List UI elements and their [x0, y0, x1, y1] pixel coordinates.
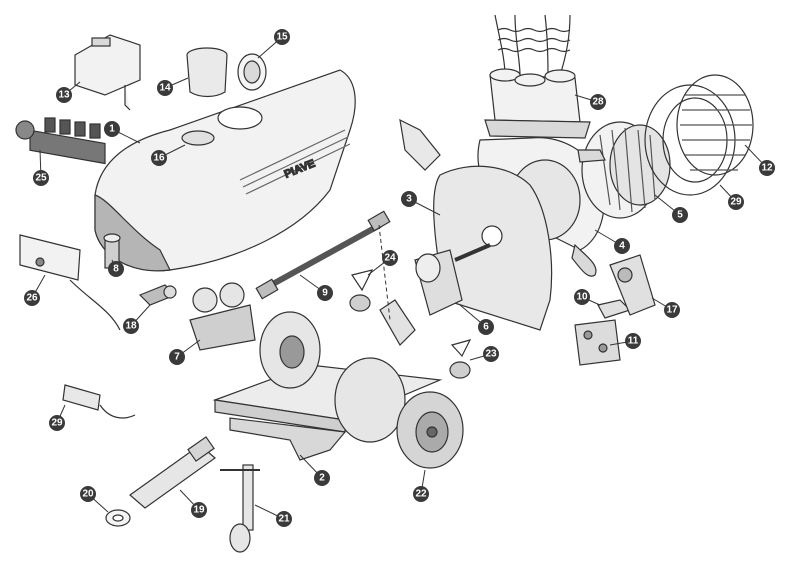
cardan-shaft [255, 210, 391, 300]
shim-24 [351, 269, 374, 292]
callout-9: 9 [317, 285, 333, 301]
callout-20: 20 [80, 486, 96, 502]
tank: PIAVE [94, 69, 356, 272]
svg-text:5: 5 [677, 210, 683, 221]
tank-lid [237, 53, 267, 91]
callout-23: 23 [483, 346, 499, 362]
svg-text:15: 15 [276, 32, 288, 43]
svg-text:28: 28 [592, 97, 604, 108]
callout-22: 22 [413, 486, 429, 502]
callout-29-grille: 29 [728, 194, 744, 210]
svg-text:11: 11 [628, 336, 639, 347]
svg-text:2: 2 [319, 473, 325, 484]
svg-text:20: 20 [82, 489, 94, 500]
control-box [19, 234, 121, 331]
fan-guard [676, 74, 754, 176]
callout-14: 14 [157, 80, 173, 96]
callout-21: 21 [276, 511, 292, 527]
svg-text:17: 17 [666, 305, 678, 316]
svg-text:9: 9 [322, 288, 328, 299]
manifold-11 [574, 319, 621, 366]
filter [103, 233, 121, 269]
callout-24: 24 [382, 250, 398, 266]
callout-1: 1 [104, 121, 120, 137]
gearbox [414, 243, 491, 316]
svg-text:19: 19 [193, 505, 205, 516]
valve-bank [15, 117, 106, 165]
towing-eye [105, 509, 131, 527]
svg-text:16: 16 [153, 153, 165, 164]
outlet-nozzles [484, 14, 591, 139]
svg-text:23: 23 [485, 349, 497, 360]
nozzle-17 [609, 254, 656, 316]
leader-lines [31, 36, 768, 520]
svg-text:7: 7 [174, 352, 180, 363]
callout-7: 7 [169, 349, 185, 365]
wheel-rear [259, 311, 321, 389]
svg-text:6: 6 [483, 322, 489, 333]
fitting [138, 284, 177, 306]
callout-29-remote: 29 [49, 415, 65, 431]
callout-5: 5 [672, 207, 688, 223]
callout-2: 2 [314, 470, 330, 486]
bushing-24 [349, 294, 371, 312]
svg-text:13: 13 [58, 90, 70, 101]
filter-basket [186, 47, 228, 98]
svg-text:12: 12 [761, 163, 773, 174]
svg-text:14: 14 [159, 83, 171, 94]
callout-19: 19 [191, 502, 207, 518]
callout-8: 8 [108, 261, 124, 277]
shim-23 [450, 339, 472, 358]
svg-text:8: 8 [113, 264, 119, 275]
svg-text:25: 25 [35, 173, 47, 184]
svg-text:24: 24 [384, 253, 396, 264]
callout-3: 3 [401, 191, 417, 207]
callout-6: 6 [478, 319, 494, 335]
pump [189, 282, 256, 351]
drawbar [129, 436, 216, 509]
svg-text:3: 3 [406, 194, 412, 205]
callout-28: 28 [590, 94, 606, 110]
svg-text:22: 22 [415, 489, 427, 500]
fan-backplate [433, 165, 553, 331]
svg-text:29: 29 [730, 197, 742, 208]
callout-15: 15 [274, 29, 290, 45]
clean-water-tank [74, 34, 141, 111]
svg-text:29: 29 [51, 418, 63, 429]
svg-text:26: 26 [26, 293, 38, 304]
bushing-23 [449, 361, 471, 379]
remote-control [62, 384, 136, 419]
svg-text:18: 18 [125, 321, 137, 332]
svg-text:10: 10 [576, 292, 588, 303]
jockey-wheel [220, 464, 260, 553]
side-nozzle [399, 118, 441, 171]
callout-17: 17 [664, 302, 680, 318]
callout-13: 13 [56, 87, 72, 103]
callout-25: 25 [33, 170, 49, 186]
svg-text:1: 1 [109, 124, 115, 135]
callout-18: 18 [123, 318, 139, 334]
svg-text:4: 4 [619, 241, 625, 252]
callout-16: 16 [151, 150, 167, 166]
fan-impeller [577, 121, 671, 219]
callout-10: 10 [574, 289, 590, 305]
svg-text:21: 21 [278, 514, 290, 525]
callout-4: 4 [614, 238, 630, 254]
callout-26: 26 [24, 290, 40, 306]
callout-11: 11 [625, 333, 641, 349]
callout-12: 12 [759, 160, 775, 176]
wheel-front [334, 357, 464, 469]
